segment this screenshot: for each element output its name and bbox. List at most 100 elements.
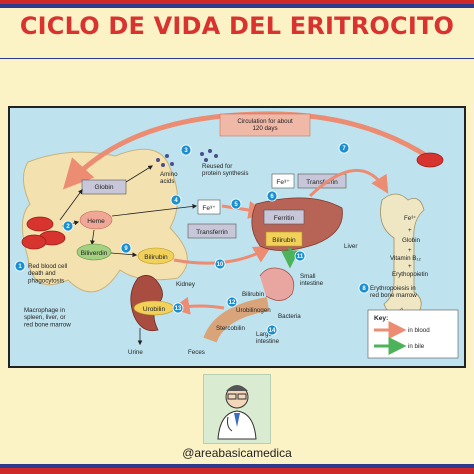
svg-text:14: 14	[269, 328, 276, 334]
transferrin-box-a	[187, 223, 237, 239]
svg-text:10: 10	[217, 262, 224, 268]
step-5-badge: 5	[230, 198, 242, 210]
svg-text:7: 7	[342, 146, 346, 152]
step-9-badge: 9	[120, 242, 132, 254]
amino-acid-dots-icon	[156, 149, 218, 167]
svg-text:2: 2	[66, 224, 70, 230]
key-bile-label: in bile	[408, 343, 425, 350]
feces-label: Feces	[188, 349, 205, 356]
large-intestine-tube	[203, 297, 270, 343]
top-stripe-blue	[0, 4, 474, 8]
svg-text:9: 9	[124, 246, 128, 252]
globin-box	[81, 179, 127, 195]
svg-text:13: 13	[175, 306, 182, 312]
vitamin-b12-label: Vitamin B₁₂	[390, 255, 421, 262]
svg-text:8: 8	[362, 286, 366, 292]
arrow-heme-fe	[111, 204, 198, 217]
ferritin-box	[263, 209, 305, 225]
step-11-badge: 11	[294, 250, 306, 262]
step-10-badge: 10	[214, 258, 226, 270]
svg-text:3: 3	[184, 148, 188, 154]
svg-text:6: 6	[270, 194, 274, 200]
ferritin-label: Ferritin	[274, 215, 295, 222]
urobilinogen-label: Urobilinogen	[236, 307, 271, 314]
small-intestine-shape	[259, 267, 295, 301]
bottom-stripe-red	[0, 468, 474, 474]
arrow-rbc-globin	[59, 189, 83, 221]
step-13-badge: 13	[172, 302, 184, 314]
step-12-badge: 12	[226, 296, 238, 308]
bacteria-label: Bacteria	[278, 313, 301, 320]
fe-box-b	[271, 173, 295, 189]
plus-2: +	[408, 247, 412, 254]
red-blood-cells-icon	[21, 216, 66, 250]
kidney-label: Kidney	[176, 281, 196, 288]
step-14-badge: 14	[266, 324, 278, 336]
biliverdin-label: Biliverdin	[81, 250, 108, 257]
svg-text:1: 1	[18, 264, 22, 270]
fe-label-a: Fe³⁺	[202, 205, 216, 212]
svg-text:5: 5	[234, 202, 238, 208]
globin-label: Globin	[94, 184, 113, 191]
urobilin-label: Urobilin	[143, 306, 166, 313]
bilirubin-label: Bilirubin	[144, 254, 168, 261]
svg-text:11: 11	[297, 254, 304, 260]
rbc-circulating-icon	[416, 152, 444, 168]
svg-text:12: 12	[229, 300, 236, 306]
step-6-badge: 6	[266, 190, 278, 202]
globin-marrow-label: Globin	[402, 237, 420, 244]
doctor-avatar-icon	[217, 385, 257, 440]
transferrin-label-b: Transferrin	[306, 179, 338, 186]
stercobilin-label: Stercobilin	[216, 325, 245, 332]
bilirubin-blob	[137, 247, 175, 265]
step-3-badge: 3	[180, 144, 192, 156]
fe-label-b: Fe³⁺	[276, 179, 290, 186]
key-title: Key:	[374, 315, 388, 322]
arrow-biliverdin-bilirubin	[110, 252, 138, 258]
urine-label: Urine	[128, 349, 143, 356]
heme-label: Heme	[87, 218, 105, 225]
page-title: CICLO DE VIDA DEL ERITROCITO	[19, 12, 455, 40]
bilirubin-b-label: Bilirubin	[242, 291, 265, 298]
key-box	[367, 309, 459, 359]
key-blood-label: in blood	[408, 327, 430, 334]
erythropoietin-label: Erythopoietin	[392, 271, 429, 278]
step-8-badge: 8	[358, 282, 370, 294]
step-2-badge: 2	[62, 220, 74, 232]
plus-3: +	[408, 263, 412, 270]
title-rule	[0, 58, 474, 59]
logo	[203, 374, 271, 444]
social-handle: @areabasicamedica	[182, 446, 292, 460]
liver-label: Liver	[344, 243, 357, 250]
bilirubin-liver-box	[265, 231, 303, 247]
arrow-bilirubin-liver	[173, 245, 272, 265]
arrow-liver-marrow	[308, 168, 389, 198]
step-4-badge: 4	[170, 194, 182, 206]
step-7-badge: 7	[338, 142, 350, 154]
fe-box-a	[197, 199, 221, 215]
bilirubin-liver-label: Bilirubin	[272, 237, 296, 244]
plus-1: +	[408, 227, 412, 234]
transferrin-label-a: Transferrin	[196, 229, 228, 236]
heme-blob	[79, 210, 113, 230]
biliverdin-blob	[76, 243, 112, 261]
step-1-badge: 1	[14, 260, 26, 272]
arrow-heme-biliverdin	[90, 229, 95, 246]
fe-marrow-label: Fe³⁺	[404, 215, 417, 222]
bottom-stripe-blue	[0, 464, 474, 468]
circulation-box	[219, 113, 311, 137]
svg-text:4: 4	[174, 198, 178, 204]
top-stripe-red	[0, 0, 474, 4]
arrow-globin-amino	[125, 165, 154, 183]
